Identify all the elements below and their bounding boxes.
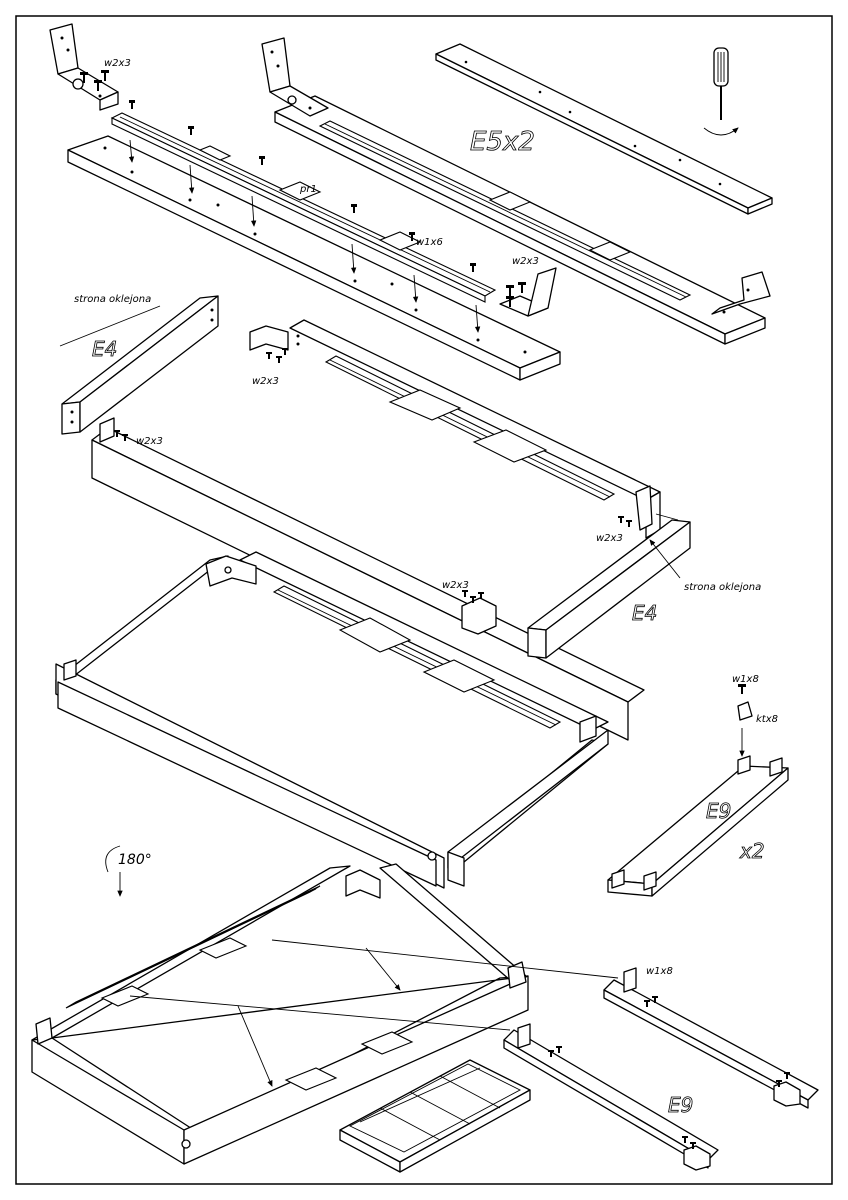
part-label-e4-1: E4 <box>92 337 117 361</box>
screw-label-w2x3-2: w2x3 <box>512 256 539 267</box>
screw-label-w2x3-6: w2x3 <box>442 580 469 591</box>
step2-brackets <box>99 325 653 531</box>
screw-label-w2x3-5: w2x3 <box>596 533 623 544</box>
screw-label-w2x3-3: w2x3 <box>252 376 279 387</box>
rotation-label: 180° <box>118 852 152 868</box>
step2-long-panel <box>91 319 661 741</box>
finished-drawer-thumbnail <box>339 1059 531 1173</box>
screw-label-w1x8-2: w1x8 <box>646 966 673 977</box>
part-label-e4-2: E4 <box>632 601 657 625</box>
step2-e4-right-panel <box>527 513 691 659</box>
step1-side-panel-right <box>261 37 771 345</box>
step2-e4-left-panel <box>59 295 219 435</box>
e9-piece-lower <box>503 1023 719 1171</box>
step3-assembled-frame <box>55 551 609 889</box>
label-strona-oklejona-2: strona oklejona <box>684 582 761 593</box>
part-label-x2: x2 <box>739 839 765 863</box>
step1-side-panel-left <box>49 23 561 381</box>
screw-label-w2x3-1: w2x3 <box>104 58 131 69</box>
step4-flipped-frame <box>31 863 619 1165</box>
part-label-ktx8: ktx8 <box>756 714 778 725</box>
e9-bracket-part <box>607 684 789 897</box>
screw-label-w1x8-1: w1x8 <box>732 674 759 685</box>
part-label-e5x2: E5x2 <box>470 127 535 157</box>
screw-label-w1x6: w1x6 <box>416 237 443 248</box>
rotate-180-icon <box>105 845 123 897</box>
part-label-e9-2: E9 <box>668 1093 693 1117</box>
e9-piece-upper <box>603 967 819 1109</box>
step1-spare-panel <box>435 43 773 215</box>
label-strona-oklejona-1: strona oklejona <box>74 294 151 305</box>
part-label-e9-1: E9 <box>706 799 731 823</box>
screwdriver-icon <box>703 47 739 136</box>
page-frame <box>15 15 833 1185</box>
screw-label-w2x3-4: w2x3 <box>136 436 163 447</box>
part-label-pr1: pr1 <box>299 184 317 195</box>
